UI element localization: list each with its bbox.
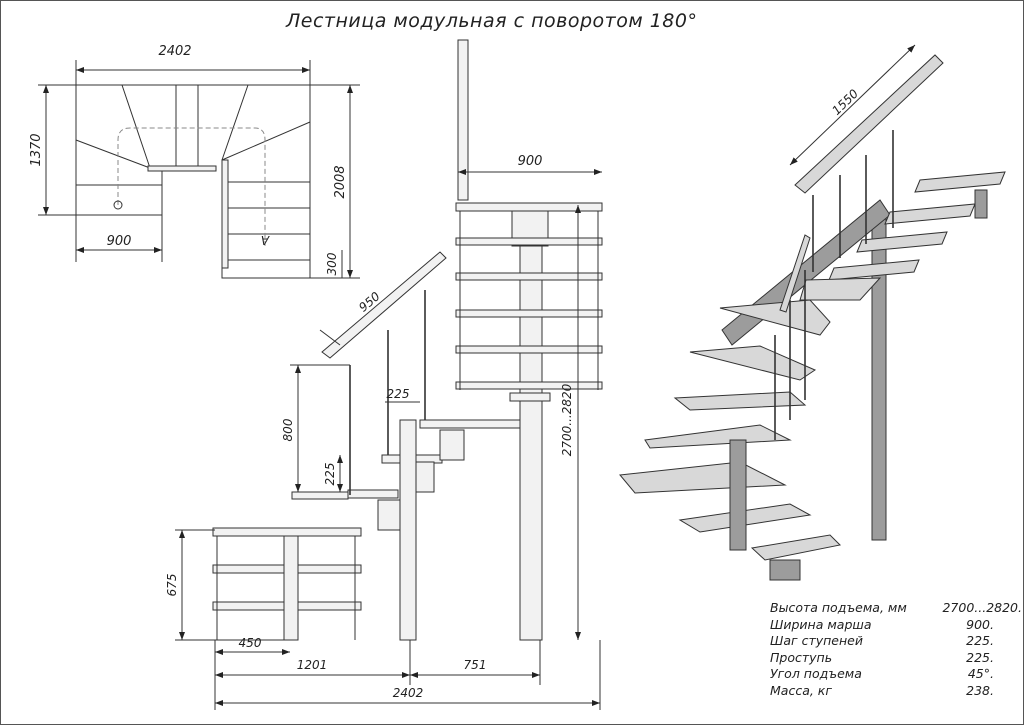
plan-landing-beam — [147, 165, 217, 172]
dim-offset: 450 — [239, 636, 262, 650]
spec-row: Ширина марша 900. — [770, 617, 1022, 634]
iso-lower-handrail — [779, 234, 811, 313]
spec-value: 225. — [966, 649, 994, 665]
dim-tread: 225 — [387, 387, 410, 401]
spec-label: Проступь — [770, 649, 833, 665]
plan-winder-center — [175, 85, 199, 168]
spec-label: Шаг ступеней — [770, 633, 863, 648]
plan-walk-line — [117, 127, 266, 248]
dim-iso-rail: 1550 — [829, 86, 861, 118]
lower-balusters — [349, 290, 426, 495]
spec-label: Высота подъема, мм — [770, 600, 907, 615]
dim-left: 1201 — [297, 658, 328, 672]
isometric-view: 1550 — [619, 44, 1006, 581]
spec-row: Масса, кг 238. — [770, 683, 1022, 700]
dim-right: 751 — [464, 658, 487, 672]
spec-value: 2700...2820. — [942, 600, 1022, 615]
dim-step: 225 — [323, 463, 337, 486]
dim-landing-height: 675 — [165, 574, 179, 597]
plan-direction-arrow: A — [261, 233, 270, 247]
specifications-table: Высота подъема, мм 2700...2820. Ширина ма… — [770, 600, 1022, 699]
iso-main-column — [871, 209, 887, 541]
drawing-title: Лестница модульная с поворотом 180° — [286, 10, 698, 32]
spec-label: Масса, кг — [770, 682, 832, 698]
lower-landing — [212, 527, 362, 641]
plan-outline — [75, 84, 311, 279]
iso-upper-handrail — [794, 54, 944, 194]
spec-label: Ширина марша — [770, 616, 872, 632]
iso-lower-treads — [619, 299, 842, 581]
lower-column — [399, 419, 417, 641]
winder-steps — [291, 392, 551, 531]
dim-top-width: 900 — [518, 154, 543, 169]
lower-handrail — [321, 251, 447, 359]
plan-treads — [228, 181, 310, 261]
spec-value: 225. — [966, 633, 994, 648]
dim-total: 2402 — [393, 686, 424, 700]
spec-row: Шаг ступеней 225. — [770, 633, 1022, 650]
upper-steps — [455, 202, 603, 390]
iso-upper-treads — [799, 171, 1006, 301]
spec-row: Проступь 225. — [770, 650, 1022, 667]
dim-height: 2700...2820 — [560, 383, 574, 456]
dim-plan-width: 2402 — [158, 44, 191, 59]
plan-stringer — [221, 159, 229, 269]
dim-riser-vertical: 800 — [281, 418, 295, 441]
spec-value: 45°. — [967, 666, 994, 681]
dim-plan-offset: 300 — [325, 252, 339, 275]
dim-plan-length: 2008 — [333, 165, 348, 198]
plan-winders — [75, 84, 311, 169]
spec-value: 900. — [966, 616, 994, 632]
spec-value: 238. — [966, 682, 994, 698]
side-view: 900 950 2700...2820 800 225 225 675 450 … — [165, 39, 603, 710]
spec-label: Угол подъема — [770, 666, 862, 681]
dim-plan-march: 900 — [107, 234, 132, 249]
plan-start-circle — [113, 200, 123, 210]
spec-row: Угол подъема 45°. — [770, 666, 1022, 683]
plan-view: 2402 1370 2008 900 300 A — [29, 44, 360, 279]
spec-row: Высота подъема, мм 2700...2820. — [770, 600, 1022, 617]
iso-balusters — [774, 130, 894, 440]
dim-plan-depth: 1370 — [29, 133, 44, 166]
upper-handrail-post — [457, 39, 469, 201]
